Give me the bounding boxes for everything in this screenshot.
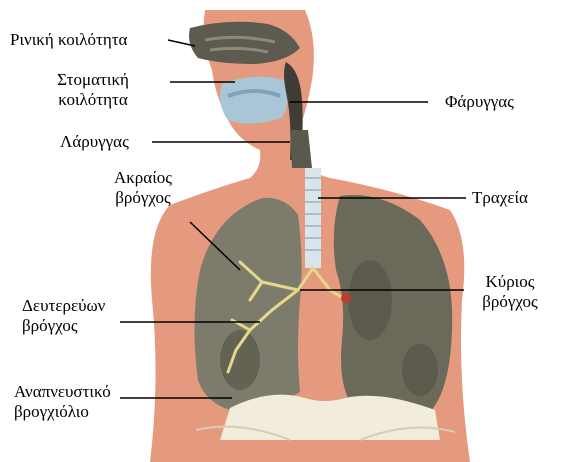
label-main-bronchus: Κύριος βρόγχος [465,272,555,312]
trachea [305,168,321,268]
label-oral-cavity: Στοματική κοιλότητα [38,70,148,110]
diaphragm [220,395,440,440]
label-larynx: Λάρυγγας [60,132,129,152]
label-terminal-bronchus-line1: Ακραίος [88,168,198,188]
label-main-bronchus-line1: Κύριος [465,272,555,292]
main-bronchus-marker [341,293,351,303]
label-trachea: Τραχεία [472,188,528,208]
label-respiratory-bronchiole-line1: Αναπνευστικό [14,382,111,402]
label-oral-cavity-line2: κοιλότητα [38,90,148,110]
oral-cavity [220,77,288,124]
label-respiratory-bronchiole: Αναπνευστικό βρογχιόλιο [14,382,111,422]
label-secondary-bronchus-line1: Δευτερεύων [22,296,105,316]
larynx [290,130,312,168]
label-pharynx: Φάρυγγας [445,92,514,112]
label-main-bronchus-line2: βρόγχος [465,292,555,312]
label-respiratory-bronchiole-line2: βρογχιόλιο [14,402,111,422]
label-secondary-bronchus: Δευτερεύων βρόγχος [22,296,105,336]
label-secondary-bronchus-line2: βρόγχος [22,316,105,336]
label-terminal-bronchus: Ακραίος βρόγχος [88,168,198,208]
label-terminal-bronchus-line2: βρόγχος [88,188,198,208]
label-nasal-cavity: Ρινική κοιλότητα [10,30,127,50]
label-oral-cavity-line1: Στοματική [38,70,148,90]
